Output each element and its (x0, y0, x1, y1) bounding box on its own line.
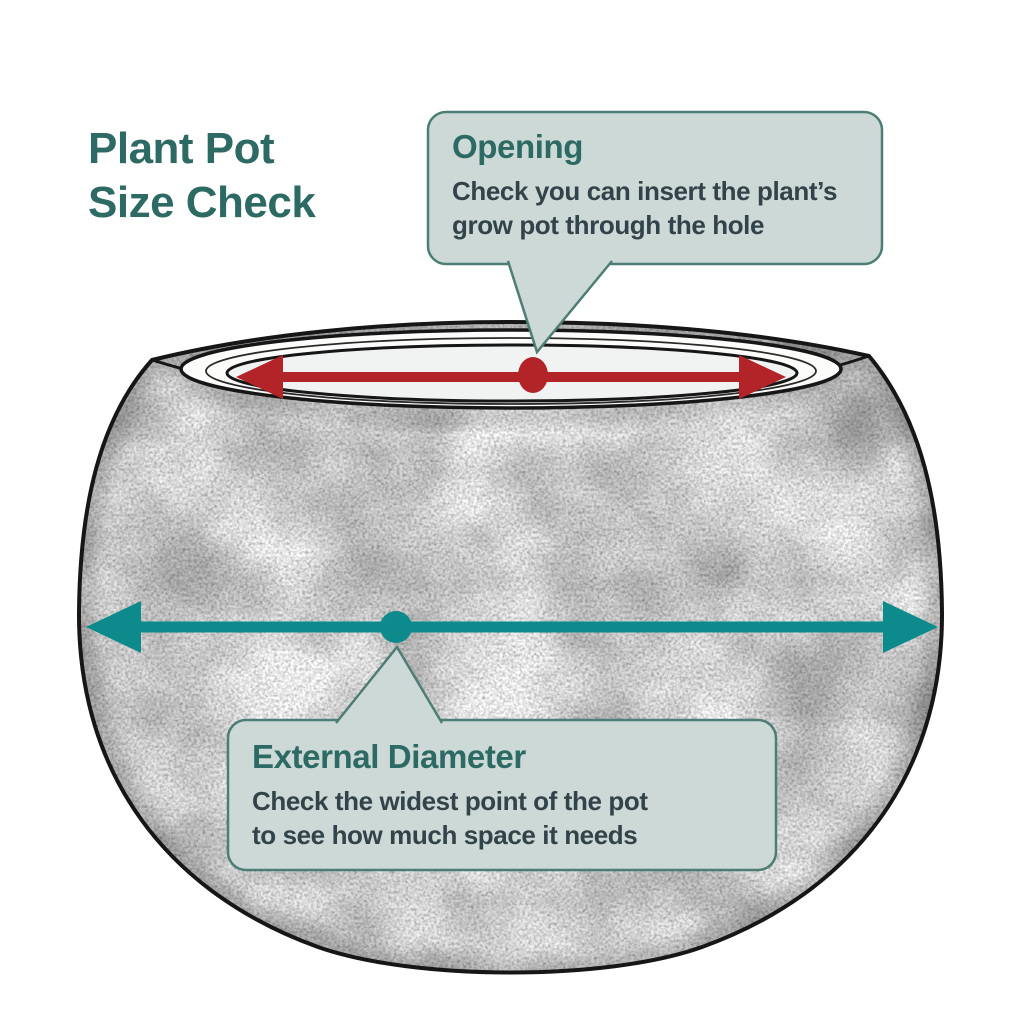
opening-callout-body-line2: grow pot through the hole (452, 210, 764, 240)
opening-callout-heading: Opening (452, 128, 583, 165)
opening-callout-box (426, 110, 884, 266)
external-diameter-arrowhead-right (883, 601, 938, 653)
opening-callout: Opening Check you can insert the plant’s… (426, 110, 884, 355)
opening-midpoint-dot (518, 357, 548, 393)
pot-rim-inner-lip-line (205, 337, 817, 405)
external-midpoint-dot (380, 611, 412, 643)
page-title-line1: Plant Pot (88, 124, 275, 173)
opening-callout-tail (506, 260, 613, 355)
page-title-line2: Size Check (88, 178, 316, 227)
external-diameter-arrow (86, 601, 938, 653)
external-diameter-callout-heading: External Diameter (252, 738, 526, 775)
opening-callout-body-line1: Check you can insert the plant’s (452, 176, 837, 206)
opening-arrowhead-right (739, 355, 786, 399)
external-diameter-callout-tail (335, 644, 444, 724)
opening-arrowhead-left (236, 355, 283, 399)
external-diameter-arrowhead-left (86, 601, 141, 653)
external-diameter-callout: External Diameter Check the widest point… (226, 644, 778, 872)
external-diameter-callout-body-line1: Check the widest point of the pot (252, 786, 648, 816)
plant-pot-illustration (76, 319, 945, 975)
external-diameter-callout-body-line2: to see how much space it needs (252, 820, 637, 850)
external-diameter-callout-box (226, 718, 778, 872)
opening-arrow (236, 355, 786, 399)
